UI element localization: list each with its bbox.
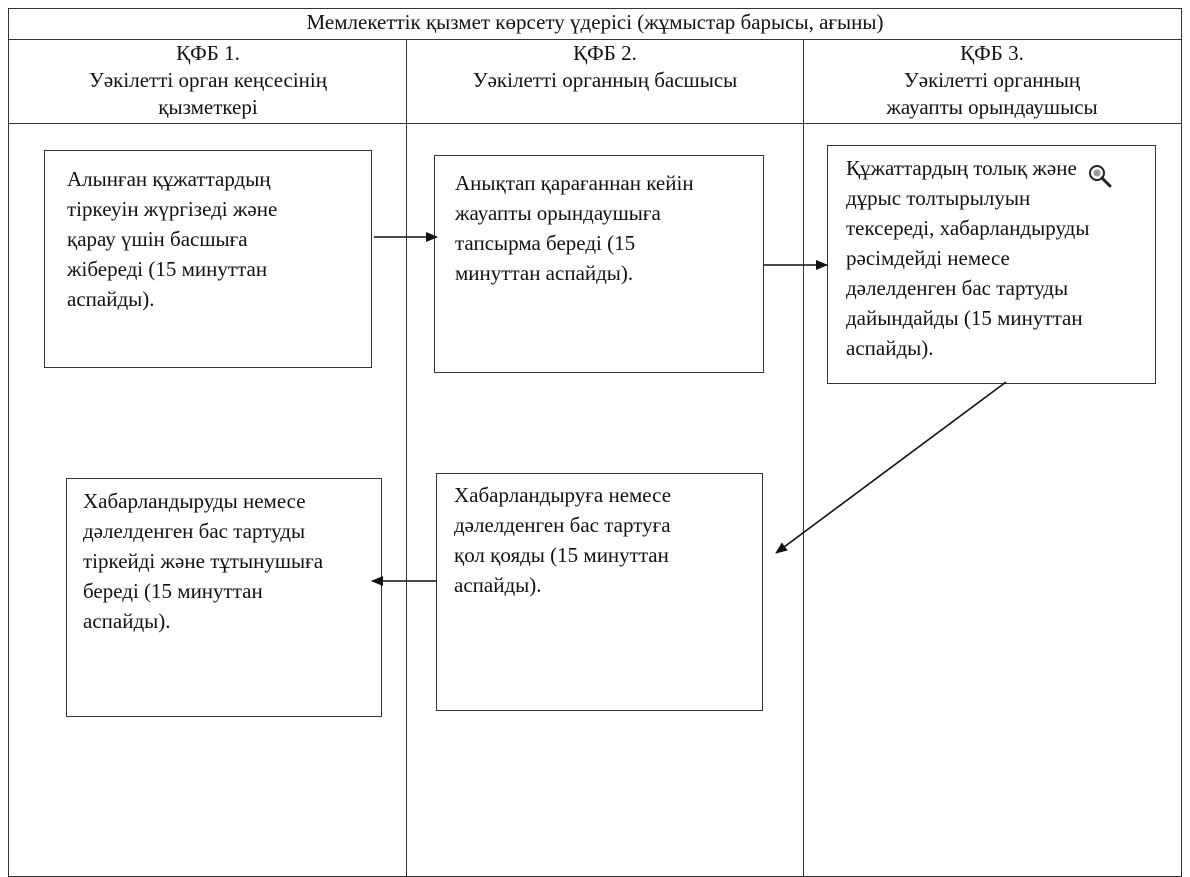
lane-header-2: ҚФБ 2. Уәкілетті органның басшысы xyxy=(407,40,803,122)
step-text: Хабарландыруға немесе дәлелденген бас та… xyxy=(454,483,672,597)
step-box-register-documents: Алынған құжаттардың тіркеуін жүргізеді ж… xyxy=(44,150,372,368)
magnifier-cursor-icon xyxy=(1089,165,1112,188)
step-box-assign-executor: Анықтап қарағаннан кейін жауапты орындау… xyxy=(434,155,764,373)
lane-code: ҚФБ 1. xyxy=(176,41,240,65)
step-text: Хабарландыруды немесе дәлелденген бас та… xyxy=(83,489,324,633)
step-text: Анықтап қарағаннан кейін жауапты орындау… xyxy=(455,171,694,285)
step-text: Құжаттардың толық және дұрыс толтырылуын… xyxy=(846,156,1090,360)
lane-role-line: қызметкері xyxy=(158,95,258,119)
lane-role-line: Уәкілетті органның xyxy=(903,68,1081,92)
lane-code: ҚФБ 3. xyxy=(960,41,1024,65)
lane-code: ҚФБ 2. xyxy=(573,41,637,65)
lane-header-1: ҚФБ 1. Уәкілетті орган кеңсесінің қызмет… xyxy=(10,40,406,122)
outer-frame xyxy=(8,8,1182,877)
step-box-issue-to-consumer: Хабарландыруды немесе дәлелденген бас та… xyxy=(66,478,382,717)
diagram-title: Мемлекеттік қызмет көрсету үдерісі (жұмы… xyxy=(306,10,884,34)
step-box-check-documents: Құжаттардың толық және дұрыс толтырылуын… xyxy=(827,145,1156,384)
lane-role-line: жауапты орындаушысы xyxy=(886,95,1098,119)
step-text: Алынған құжаттардың тіркеуін жүргізеді ж… xyxy=(67,167,278,311)
lane-role-line: Уәкілетті орган кеңсесінің xyxy=(88,68,327,92)
step-box-sign-notification: Хабарландыруға немесе дәлелденген бас та… xyxy=(436,473,763,711)
lane-role-line: Уәкілетті органның басшысы xyxy=(472,68,738,92)
lane-header-3: ҚФБ 3. Уәкілетті органның жауапты орында… xyxy=(804,40,1180,122)
